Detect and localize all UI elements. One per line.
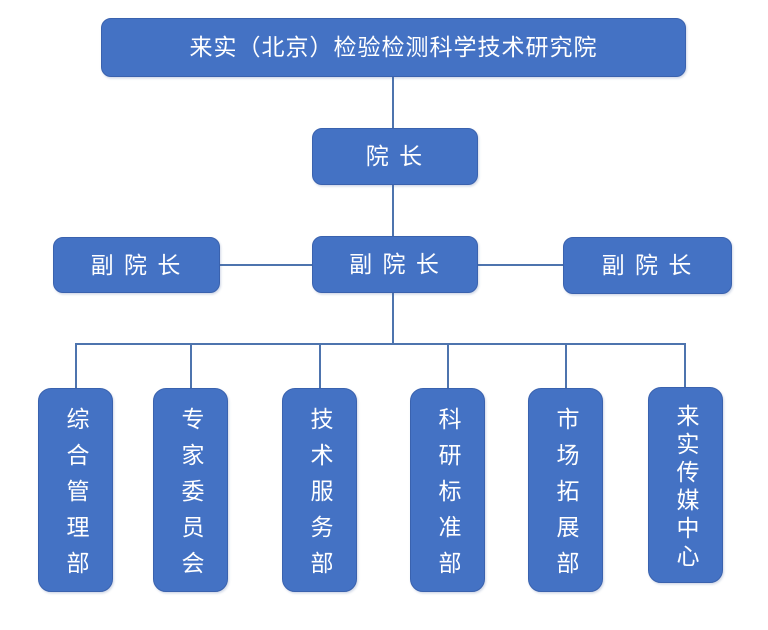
org-node-dept-general-management-label: 综合管理部 — [63, 406, 89, 587]
connector-drop-dept-4 — [447, 343, 449, 388]
org-node-dept-market-expansion: 市场拓展部 — [528, 388, 603, 592]
org-node-dept-media-center-label: 来实传媒中心 — [673, 403, 699, 572]
connector-drop-dept-6 — [684, 343, 686, 388]
org-node-institute: 来实（北京）检验检测科学技术研究院 — [101, 18, 686, 77]
org-node-deputy-left-label: 副 院 长 — [90, 251, 183, 278]
org-node-deputy-right: 副 院 长 — [563, 237, 732, 294]
org-node-dept-expert-committee-label: 专家委员会 — [178, 406, 204, 587]
connector-drop-dept-2 — [190, 343, 192, 388]
org-node-deputy-center-label: 副 院 长 — [349, 251, 441, 277]
org-node-director: 院 长 — [312, 128, 478, 185]
connector-deputy-left — [220, 264, 312, 266]
connector-drop-dept-5 — [565, 343, 567, 388]
connector-deputy-to-bus — [392, 293, 394, 343]
connector-department-bus — [75, 343, 685, 345]
org-node-dept-general-management: 综合管理部 — [38, 388, 113, 592]
org-node-dept-research-standards: 科研标准部 — [410, 388, 485, 592]
org-node-dept-research-standards-label: 科研标准部 — [435, 406, 461, 587]
connector-drop-dept-1 — [75, 343, 77, 388]
org-node-institute-label: 来实（北京）检验检测科学技术研究院 — [189, 34, 598, 60]
connector-deputy-right — [478, 264, 563, 266]
connector-drop-dept-3 — [319, 343, 321, 388]
org-node-deputy-center: 副 院 长 — [312, 236, 478, 293]
org-node-dept-technical-service-label: 技术服务部 — [307, 406, 333, 587]
org-node-deputy-right-label: 副 院 长 — [601, 252, 694, 278]
connector-root-to-director — [392, 77, 394, 128]
org-node-director-label: 院 长 — [365, 143, 425, 169]
org-node-deputy-left: 副 院 长 — [53, 237, 220, 293]
connector-director-to-deputy — [392, 185, 394, 236]
org-node-dept-technical-service: 技术服务部 — [282, 388, 357, 592]
org-node-dept-market-expansion-label: 市场拓展部 — [553, 406, 579, 587]
org-node-dept-expert-committee: 专家委员会 — [153, 388, 228, 592]
org-node-dept-media-center: 来实传媒中心 — [648, 387, 723, 583]
